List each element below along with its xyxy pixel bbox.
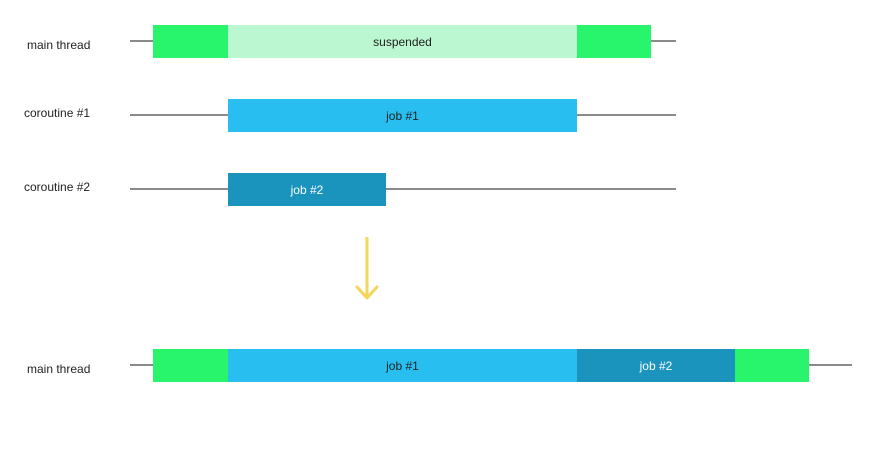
job-2-segment: job #2 (228, 173, 386, 206)
running-segment (577, 25, 651, 58)
row-label-coroutine-2: coroutine #2 (24, 180, 91, 194)
running-segment (153, 25, 228, 58)
job-2-label: job #2 (639, 358, 673, 373)
job-1-segment: job #1 (228, 99, 577, 132)
arrow-down-icon (355, 237, 379, 300)
job-1-label: job #1 (386, 358, 419, 373)
row-label-coroutine-1: coroutine #1 (24, 106, 91, 120)
running-segment (153, 349, 228, 382)
timeline-line-coroutine-2 (130, 188, 676, 190)
running-segment (735, 349, 809, 382)
row-label-main-thread-bottom: main thread (27, 362, 91, 376)
job-2-label: job #2 (290, 182, 324, 197)
job-2-segment: job #2 (577, 349, 735, 382)
suspended-label: suspended (373, 34, 432, 49)
job-1-label: job #1 (386, 108, 419, 123)
row-label-main-thread-top: main thread (27, 38, 91, 52)
job-1-segment: job #1 (228, 349, 577, 382)
suspended-segment: suspended (228, 25, 577, 58)
